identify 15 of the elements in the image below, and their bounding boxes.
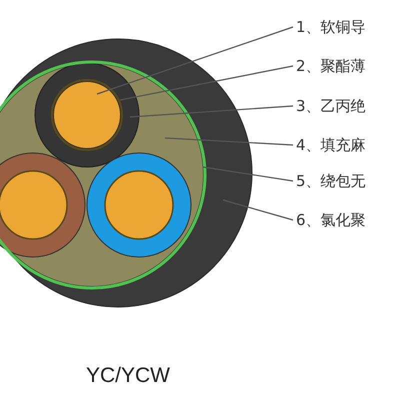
- leader-line: [130, 105, 294, 118]
- callout-label: 6、氯化聚: [296, 211, 366, 229]
- outer-sheath: [0, 38, 252, 308]
- callout-label: 5、绕包无: [296, 172, 366, 190]
- core-insulation: [34, 62, 140, 168]
- leader-line: [202, 166, 294, 182]
- leader-line: [96, 26, 294, 95]
- callout-label: 1、软铜导: [296, 18, 366, 36]
- callout-label: 4、填充麻: [296, 136, 366, 154]
- leader-line: [164, 137, 294, 146]
- callout-label: 3、乙丙绝: [296, 97, 366, 115]
- cable-type-label: YC/YCW: [86, 364, 170, 388]
- callout-label: 2、聚酯薄: [296, 57, 366, 75]
- leader-line: [120, 65, 294, 101]
- leader-line: [222, 199, 294, 221]
